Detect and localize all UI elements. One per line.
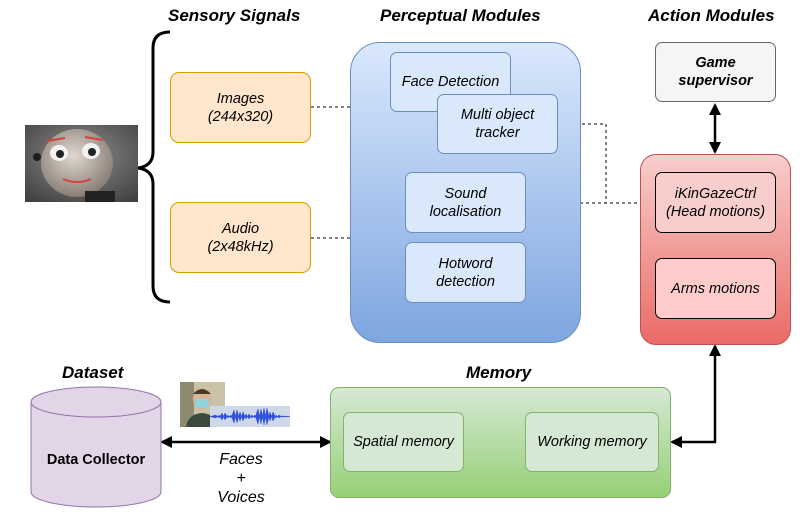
tracker-to-gaze-connector (558, 123, 607, 203)
data-collector-label: Data Collector (46, 452, 146, 468)
multi-object-tracker-box: Multi object tracker (437, 94, 558, 154)
tracker-label-line2: tracker (475, 125, 520, 141)
sound-label-line1: Sound (444, 185, 487, 202)
plus-label: + (236, 470, 246, 487)
ikingaze-label-line2: (Head motions) (665, 203, 766, 220)
data-collector-cylinder (30, 386, 162, 509)
voices-label: Voices (217, 489, 265, 506)
tracker-label-line1: Multi object (460, 107, 535, 123)
audio-sensor-box: Audio (2x48kHz) (170, 202, 311, 273)
audio-label: Audio (221, 220, 260, 237)
audio-rate: (2x48kHz) (207, 238, 274, 255)
ikingazectrl-box: iKinGazeCtrl (Head motions) (655, 172, 776, 233)
sensory-brace (137, 30, 171, 304)
working-memory-box: Working memory (525, 412, 659, 472)
game-supervisor-line2: supervisor (678, 73, 753, 89)
arms-motions-label: Arms motions (671, 280, 760, 297)
memory-action-connector (670, 344, 721, 448)
sound-localisation-box: Sound localisation (405, 172, 526, 233)
arms-motions-box: Arms motions (655, 258, 776, 319)
perceptual-modules-header: Perceptual Modules (380, 6, 541, 25)
dataset-header: Dataset (62, 363, 124, 382)
faces-voices-label: Faces + Voices (205, 450, 277, 507)
hotword-label-line2: detection (436, 273, 495, 290)
images-label: Images (216, 90, 265, 107)
ikingaze-label-line1: iKinGazeCtrl (674, 185, 757, 202)
audio-waveform-icon (209, 406, 291, 427)
sound-label-line2: localisation (429, 203, 502, 220)
game-supervisor-line1: Game (695, 55, 736, 71)
robot-head-photo-icon (25, 125, 138, 202)
face-detection-label: Face Detection (401, 74, 500, 90)
spatial-memory-label: Spatial memory (353, 434, 454, 450)
memory-header: Memory (466, 363, 532, 382)
images-sensor-box: Images (244x320) (170, 72, 311, 143)
sensory-signals-header: Sensory Signals (168, 6, 301, 25)
hotword-label-line1: Hotword (438, 255, 493, 272)
images-resolution: (244x320) (207, 108, 274, 125)
game-supervisor-box: Game supervisor (655, 42, 776, 102)
faces-label: Faces (219, 451, 263, 468)
hotword-detection-box: Hotword detection (405, 242, 526, 303)
spatial-memory-box: Spatial memory (343, 412, 464, 472)
action-modules-header: Action Modules (648, 6, 775, 25)
working-memory-label: Working memory (537, 434, 647, 450)
